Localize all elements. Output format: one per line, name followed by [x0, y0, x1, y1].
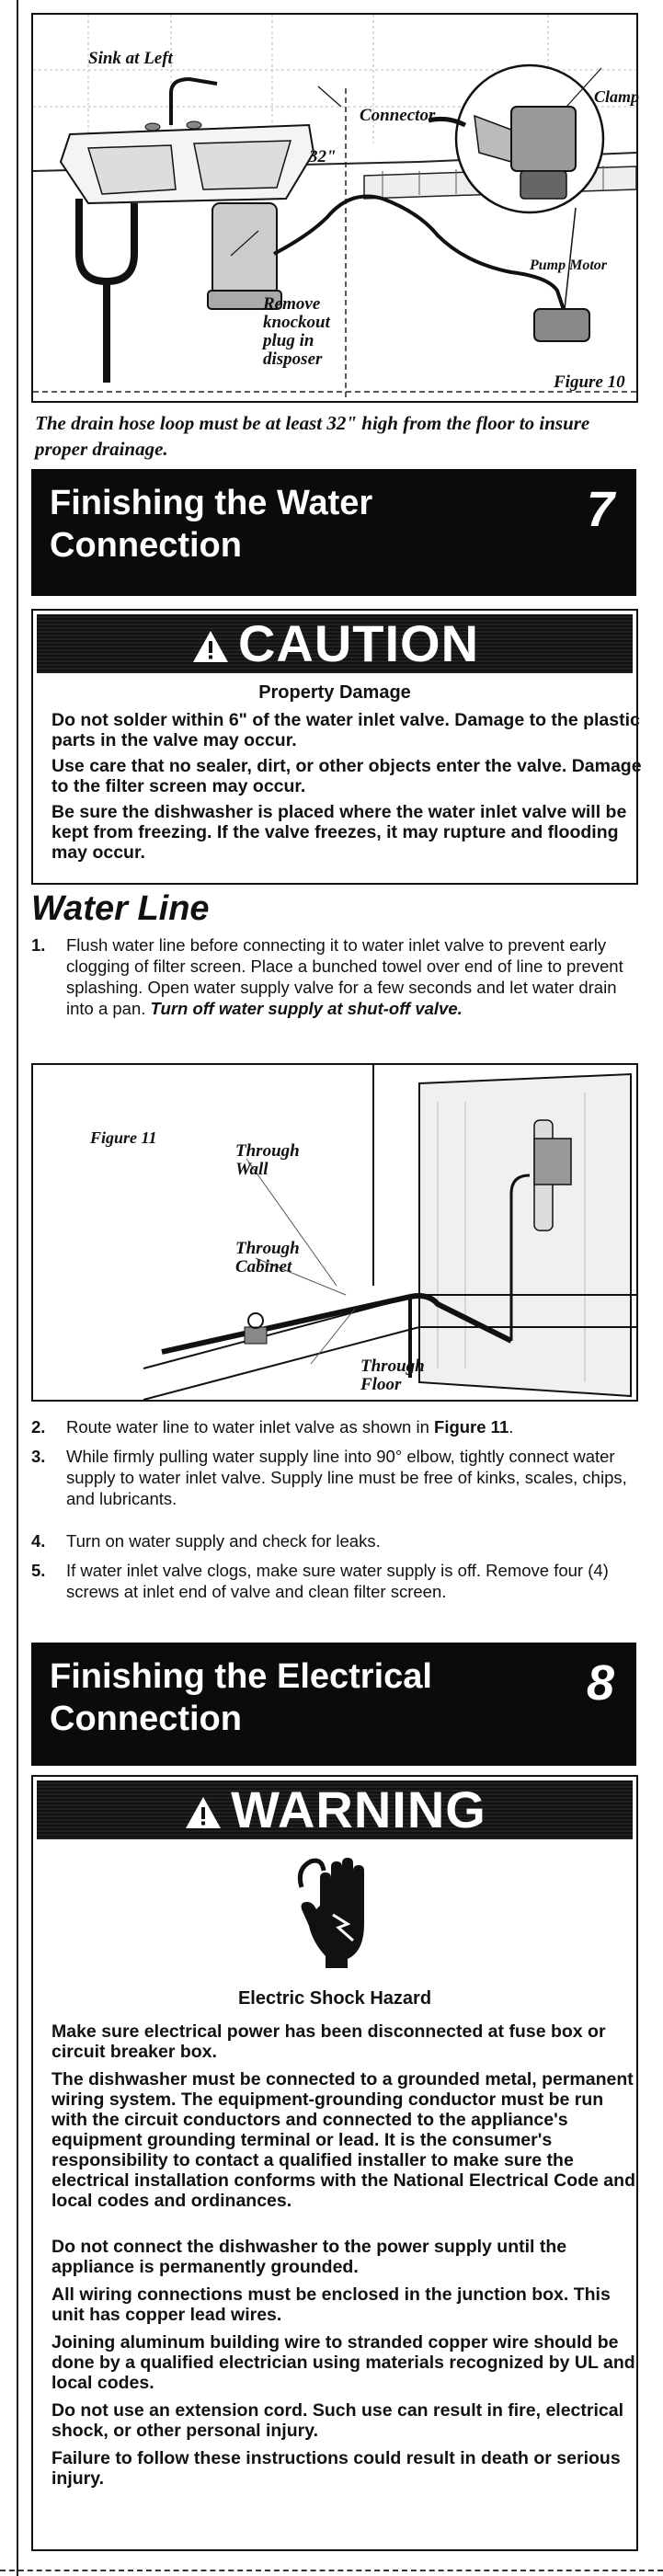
water-line-routing-illustration — [143, 1065, 636, 1400]
figure-10-label: Figure 10 — [554, 372, 625, 392]
section-8-title: Finishing the Electrical Connection — [50, 1657, 432, 1738]
section-7-title: Finishing the Water Connection — [50, 484, 373, 565]
section-8-header: Finishing the Electrical Connection 8 — [31, 1643, 636, 1766]
figure-11-label: Figure 11 — [90, 1128, 157, 1147]
step-1: 1. Flush water line before connecting it… — [31, 934, 638, 1026]
step-text: If water inlet valve clogs, make sure wa… — [66, 1561, 609, 1601]
connector-label: Connector — [360, 106, 436, 125]
warning-paragraph: Do not use an extension cord. Such use c… — [51, 2400, 624, 2441]
section-7-number: 7 — [586, 482, 614, 537]
page-bottom-rule — [0, 2570, 663, 2571]
step-text: Flush water line before connecting it to… — [66, 935, 623, 1018]
through-floor-label: Through Floor — [360, 1357, 425, 1394]
caution-heading: CAUTION — [237, 614, 480, 672]
step-text: While firmly pulling water supply line i… — [66, 1447, 627, 1508]
warning-triangle-icon — [190, 618, 231, 677]
through-wall-label: Through Wall — [235, 1141, 300, 1179]
electric-shock-hand-icon — [292, 1850, 381, 1970]
sink-at-left-label: Sink at Left — [88, 49, 173, 68]
warning-paragraph: Do not connect the dishwasher to the pow… — [51, 2237, 567, 2277]
figure-11-reference: Figure 11 — [434, 1417, 509, 1437]
warning-paragraph: Joining aluminum building wire to strand… — [51, 2332, 635, 2393]
pump-motor-label: Pump Motor — [530, 258, 608, 273]
caution-paragraph: Use care that no sealer, dirt, or other … — [51, 756, 642, 796]
caution-paragraph: Be sure the dishwasher is placed where t… — [51, 802, 627, 863]
clamp-label: Clamp — [594, 87, 640, 106]
step-number: 4. — [31, 1531, 46, 1551]
figure-10-panel: Sink at Left Connector Clamp 32" Pump Mo… — [31, 13, 640, 403]
remove-knockout-label: Remove knockout plug in disposer — [263, 294, 330, 369]
figure-11-panel: Figure 11 Through Wall Through Cabinet T… — [31, 1063, 638, 1402]
section-7-header: Finishing the Water Connection 7 — [31, 469, 636, 596]
water-line-heading: Water Line — [31, 889, 210, 928]
drain-hose-caption: The drain hose loop must be at least 32"… — [35, 412, 590, 460]
step-number: 1. — [31, 935, 46, 955]
section-8-number: 8 — [586, 1655, 614, 1711]
step-number: 5. — [31, 1561, 46, 1580]
caution-heading-bar: CAUTION — [37, 614, 633, 673]
margin-rule — [17, 0, 18, 2576]
warning-box: WARNING Electric Shock Hazard Make sure … — [31, 1775, 638, 2551]
warning-triangle-icon — [183, 1784, 223, 1843]
warning-paragraph: All wiring connections must be enclosed … — [51, 2284, 611, 2325]
caution-paragraph: Do not solder within 6" of the water inl… — [51, 710, 640, 750]
step-text: Turn on water supply and check for leaks… — [66, 1531, 381, 1551]
warning-paragraph: Make sure electrical power has been disc… — [51, 2021, 606, 2062]
step-text: Route water line to water inlet valve as… — [66, 1417, 514, 1437]
warning-paragraph: Failure to follow these instructions cou… — [51, 2448, 621, 2489]
warning-paragraph: The dishwasher must be connected to a gr… — [51, 2069, 635, 2211]
drain-hose-illustration — [33, 15, 636, 401]
through-cabinet-label: Through Cabinet — [235, 1239, 300, 1277]
height-32-label: 32" — [309, 147, 337, 166]
warning-subhead: Electric Shock Hazard — [237, 1988, 432, 2009]
warning-heading: WARNING — [231, 1780, 486, 1838]
step-number: 2. — [31, 1417, 46, 1437]
caution-subhead: Property Damage — [258, 682, 411, 703]
warning-heading-bar: WARNING — [37, 1780, 633, 1839]
turn-off-water-emphasis: Turn off water supply at shut-off valve. — [150, 999, 463, 1018]
step-number: 3. — [31, 1447, 46, 1466]
caution-box: CAUTION Property Damage Do not solder wi… — [31, 609, 642, 885]
